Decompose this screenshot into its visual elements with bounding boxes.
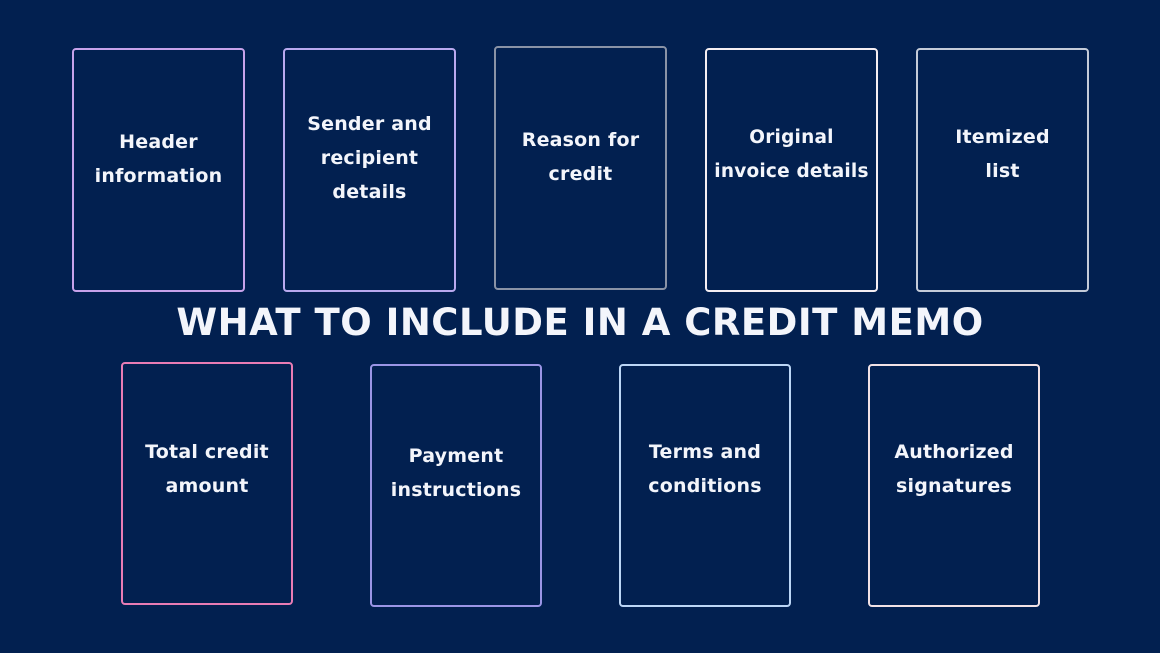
card-authorized-signatures: Authorized signatures: [868, 364, 1040, 607]
card-label: Terms and conditions: [648, 440, 762, 497]
card-sender-recipient-details: Sender and recipient details: [283, 48, 456, 292]
card-terms-and-conditions: Terms and conditions: [619, 364, 791, 607]
card-label: Reason for credit: [521, 129, 640, 185]
card-label: Payment instructions: [390, 444, 522, 501]
card-original-invoice-details: Original invoice details: [705, 48, 878, 292]
card-label: Original invoice details: [714, 127, 869, 182]
card-header-information: Header information: [72, 48, 245, 292]
card-label: Sender and recipient details: [307, 113, 432, 203]
card-label: Itemized list: [955, 126, 1050, 182]
card-payment-instructions: Payment instructions: [370, 364, 542, 607]
card-total-credit-amount: Total credit amount: [121, 362, 293, 605]
card-itemized-list: Itemized list: [916, 48, 1089, 292]
card-label: Total credit amount: [145, 440, 269, 497]
page-title: WHAT TO INCLUDE IN A CREDIT MEMO: [176, 301, 984, 344]
card-label: Header information: [94, 131, 223, 187]
card-label: Authorized signatures: [894, 440, 1014, 497]
card-reason-for-credit: Reason for credit: [494, 46, 667, 290]
